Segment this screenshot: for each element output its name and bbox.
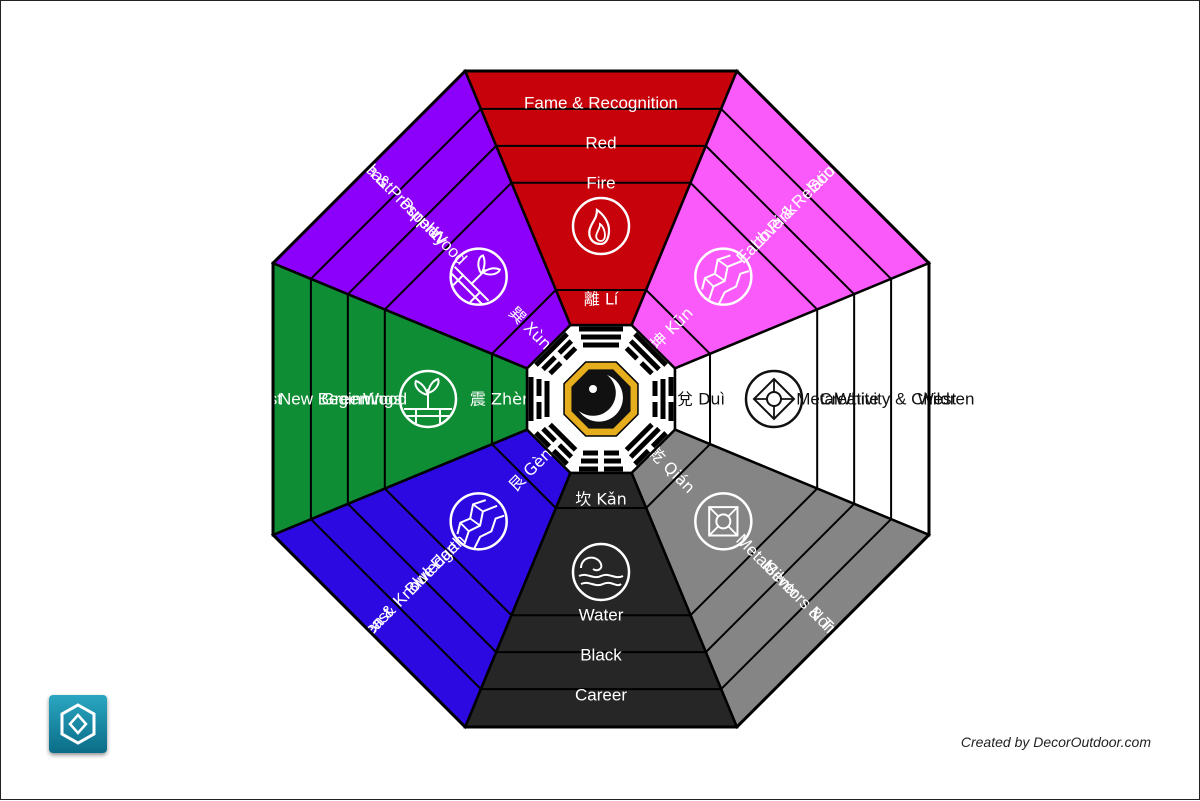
sector-west-trigram: 兌 Duì (677, 390, 725, 409)
credit-text: Created by DecorOutdoor.com (960, 734, 1151, 750)
trigram-lines-3 (624, 422, 668, 466)
sector-north-label-2: Black (580, 646, 622, 665)
sector-south-label-1: Fame & Recognition (524, 94, 678, 113)
sector-south-label-0: South (579, 54, 623, 73)
trigram-lines-7 (534, 332, 578, 376)
sector-east-trigram: 震 Zhèn (470, 390, 532, 409)
trigram-lines-6 (528, 377, 550, 421)
metal-icon (744, 369, 804, 429)
sector-east-label-2: Green (321, 390, 368, 409)
fire-icon (571, 196, 631, 256)
sector-south-trigram: 離 Lí (584, 290, 619, 309)
sector-north-label-0: North or Main Entrance (513, 726, 689, 745)
sector-north-label-1: Career (575, 686, 627, 705)
water-icon (571, 542, 631, 602)
yin-yang-icon (563, 361, 639, 437)
trigram-lines-5 (534, 422, 578, 466)
earth-icon (694, 247, 753, 306)
sector-west-label-2: White (835, 390, 878, 409)
earth-icon (449, 492, 508, 551)
sector-north-trigram: 坎 Kǎn (575, 490, 627, 509)
sector-east-label-1: Family & New Beginnings (208, 390, 402, 409)
metal-icon (694, 492, 753, 551)
wood-icon (449, 247, 508, 306)
trigram-lines-0 (579, 326, 623, 348)
trigram-lines-4 (579, 450, 623, 472)
sector-west-label-0: West (918, 390, 957, 409)
wood-icon (398, 369, 458, 429)
trigram-lines-2 (652, 377, 674, 421)
sector-west-label-3: Metal (796, 390, 838, 409)
sector-north-label-3: Water (579, 606, 624, 625)
hexagon-logo-icon (49, 695, 107, 753)
sector-south-label-3: Fire (586, 174, 615, 193)
trigram-lines-1 (624, 332, 668, 376)
sector-west-label-1: Creativity & Children (820, 390, 975, 409)
octagon-border (271, 69, 931, 729)
sector-south-label-2: Red (585, 134, 616, 153)
sector-east-label-3: Wood (363, 390, 407, 409)
